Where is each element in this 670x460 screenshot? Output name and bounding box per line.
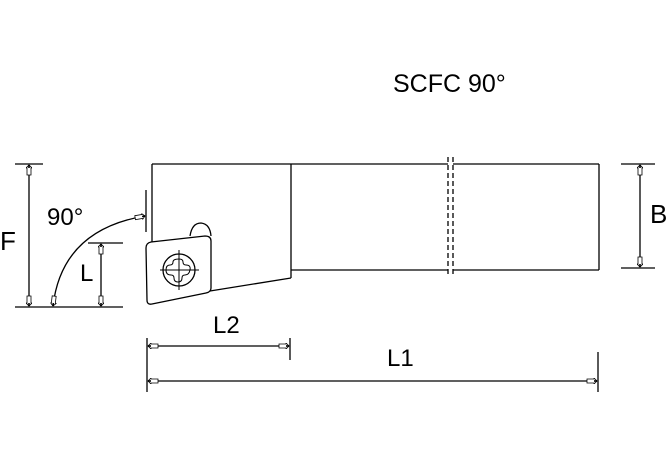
break-lines <box>447 157 454 277</box>
shank-body <box>151 163 600 292</box>
label-L1: L1 <box>387 345 414 372</box>
angle-arc <box>53 216 145 306</box>
label-angle: 90° <box>47 204 84 231</box>
dimension-F <box>15 163 123 308</box>
insert <box>145 222 212 305</box>
drawing-title: SCFC 90° <box>393 70 506 98</box>
label-F: F <box>0 226 16 256</box>
label-B: B <box>650 199 668 229</box>
dimension-L1 <box>148 352 599 392</box>
dimension-L2 <box>146 338 291 392</box>
label-L: L <box>80 260 94 287</box>
dimension-B <box>621 163 655 269</box>
label-L2: L2 <box>213 312 240 339</box>
